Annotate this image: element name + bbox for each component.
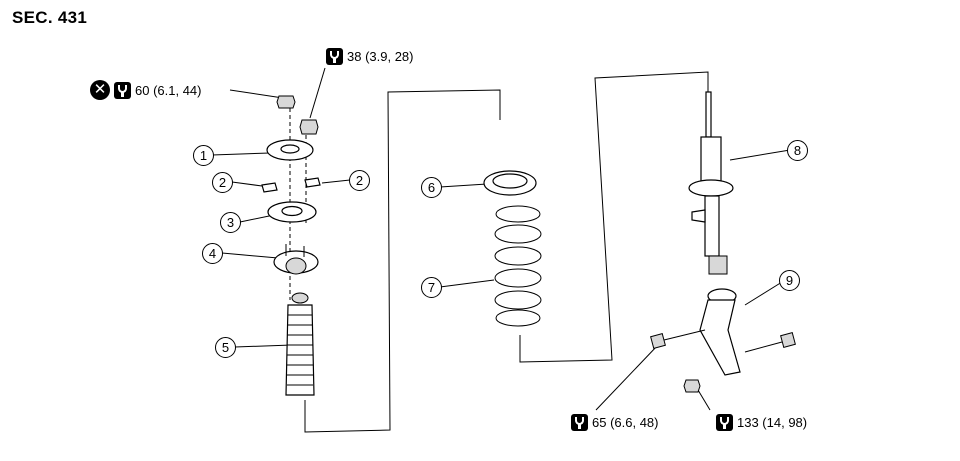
callout-9: 9	[779, 270, 800, 291]
nut-133	[683, 379, 701, 393]
callout-6: 6	[421, 177, 442, 198]
torque-label-133: 133 (14, 98)	[716, 414, 807, 431]
upper-nut-60	[276, 95, 296, 109]
upper-nut-38	[299, 119, 319, 135]
part-2-spacer-right	[304, 177, 321, 188]
torque-label-38: 38 (3.9, 28)	[326, 48, 414, 65]
do-not-reuse-icon: ✕	[90, 80, 110, 100]
torque-wrench-icon	[326, 48, 343, 65]
frame-line-left	[304, 89, 501, 433]
part-5-bumper	[291, 292, 309, 304]
torque-wrench-icon	[571, 414, 588, 431]
callout-7: 7	[421, 277, 442, 298]
part-8-strut	[688, 91, 734, 275]
part-2-spacer-left	[261, 182, 278, 193]
callout-1: 1	[193, 145, 214, 166]
part-5-boot	[285, 304, 315, 396]
section-title: SEC. 431	[12, 8, 88, 27]
callout-2-left: 2	[212, 172, 233, 193]
part-9-fork	[699, 288, 741, 376]
torque-label-65: 65 (6.6, 48)	[571, 414, 659, 431]
callout-8: 8	[787, 140, 808, 161]
torque-wrench-icon	[114, 81, 131, 99]
boot-ribs	[287, 314, 313, 386]
torque-wrench-icon	[716, 414, 733, 431]
frame-line-right	[519, 71, 709, 363]
callout-5: 5	[215, 337, 236, 358]
torque-label-60: ✕ 60 (6.1, 44)	[90, 80, 202, 100]
callout-2-right: 2	[349, 170, 370, 191]
bolt-133	[744, 332, 796, 353]
part-7-coil-spring	[494, 205, 542, 327]
callout-3: 3	[220, 212, 241, 233]
bolt-65	[650, 329, 706, 349]
callout-4: 4	[202, 243, 223, 264]
